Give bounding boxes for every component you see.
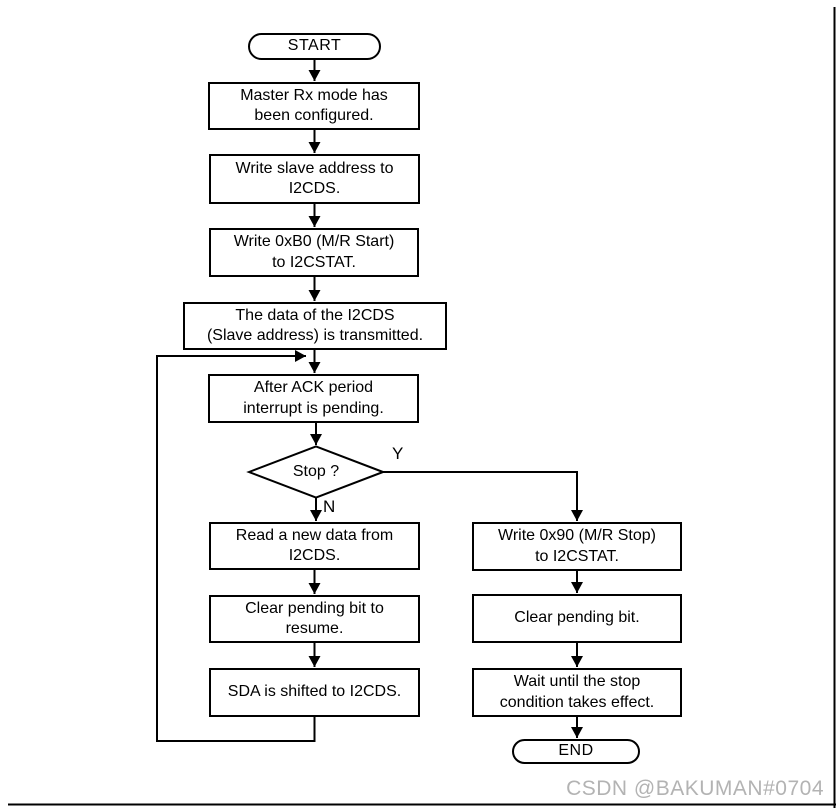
node-ack-interrupt-pending: After ACK period interrupt is pending. bbox=[208, 374, 419, 423]
branch-label-no: N bbox=[323, 497, 336, 516]
csdn-watermark: CSDN @BAKUMAN#0704 bbox=[566, 777, 824, 800]
node-clear-pending: Clear pending bit. bbox=[472, 594, 682, 643]
decision-diamond-shape bbox=[246, 445, 386, 499]
node-read-new-data: Read a new data from I2CDS. bbox=[209, 522, 420, 570]
edge-sda-loopback-to-ack bbox=[156, 350, 316, 742]
node-clear-pending-resume: Clear pending bit to resume. bbox=[209, 595, 420, 643]
node-master-rx-configured: Master Rx mode has been configured. bbox=[208, 82, 420, 130]
edge-decision-yes-to-0x90 bbox=[383, 471, 583, 521]
node-data-transmitted: The data of the I2CDS (Slave address) is… bbox=[183, 302, 447, 350]
node-wait-stop-condition: Wait until the stop condition takes effe… bbox=[472, 668, 682, 717]
node-stop-decision-label: Stop ? bbox=[292, 463, 340, 480]
node-sda-shifted: SDA is shifted to I2CDS. bbox=[209, 668, 420, 717]
branch-label-yes: Y bbox=[392, 444, 404, 463]
node-start-terminal: START bbox=[248, 33, 381, 60]
node-write-0xb0-i2cstat: Write 0xB0 (M/R Start) to I2CSTAT. bbox=[209, 228, 419, 277]
node-write-slave-address: Write slave address to I2CDS. bbox=[209, 154, 420, 204]
node-write-0x90-i2cstat: Write 0x90 (M/R Stop) to I2CSTAT. bbox=[472, 522, 682, 571]
node-end-terminal: END bbox=[512, 739, 640, 764]
